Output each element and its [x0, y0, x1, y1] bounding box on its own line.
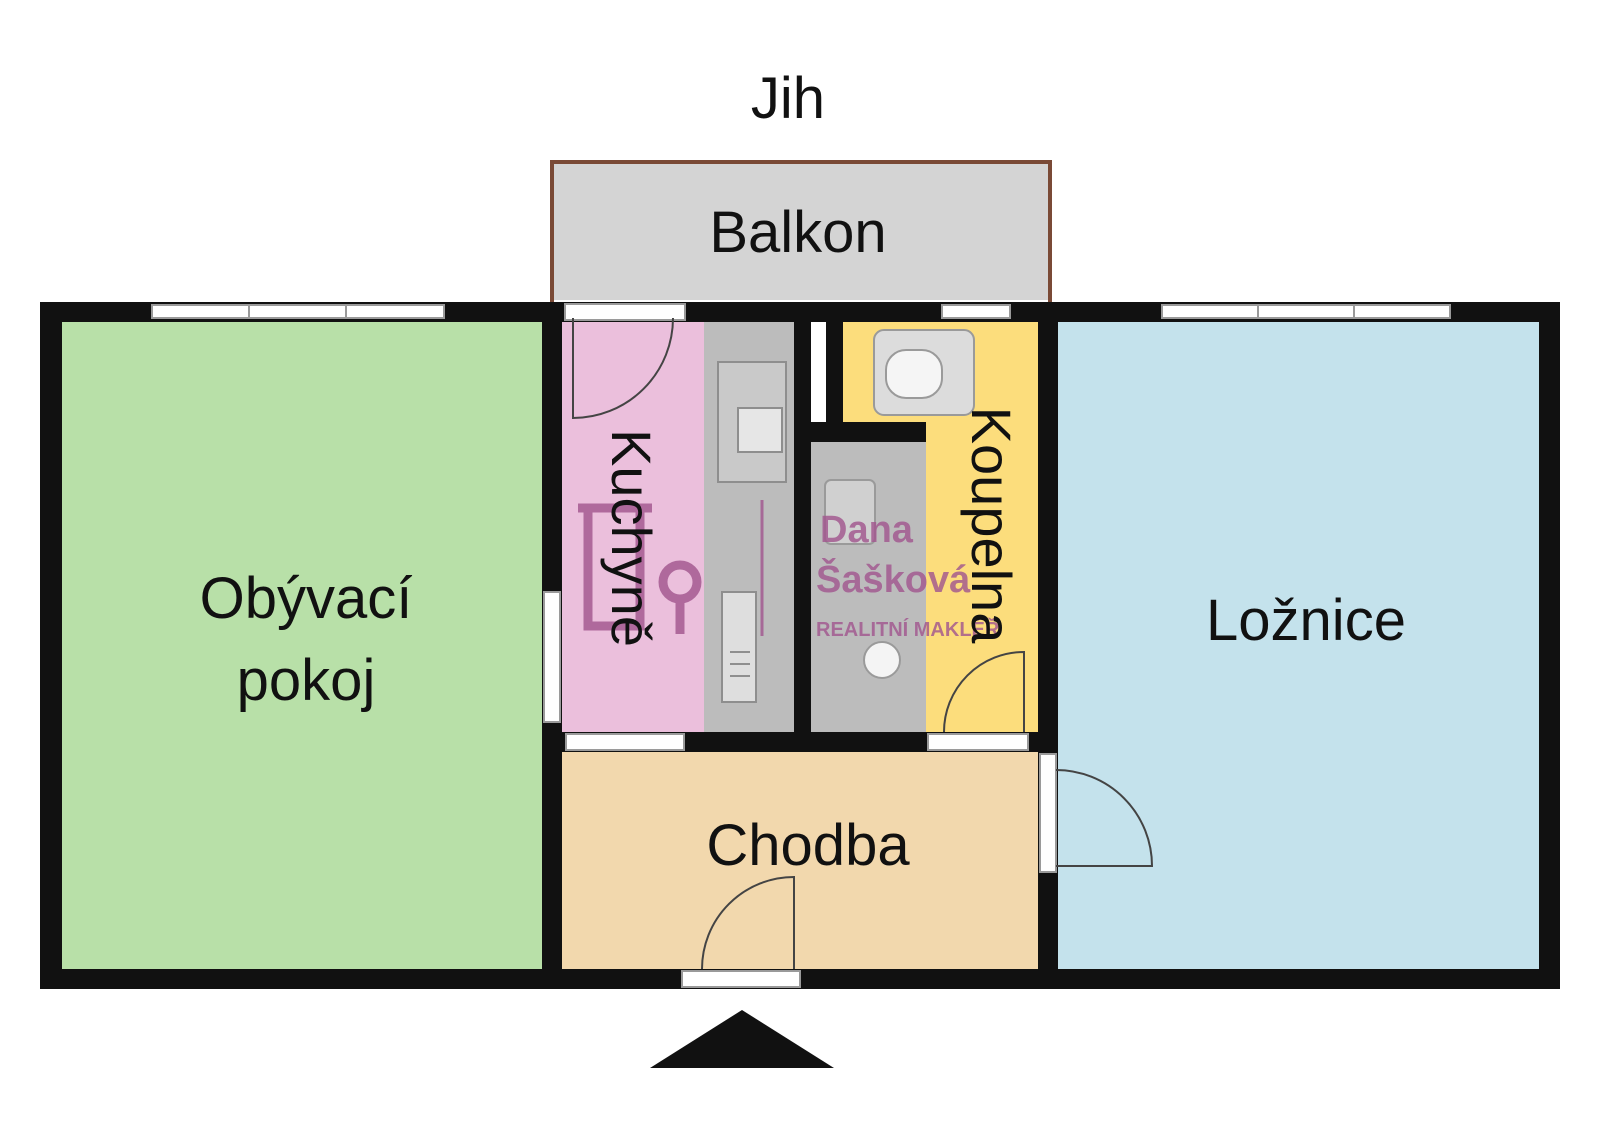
outer-wall-left — [40, 302, 62, 989]
toilet-icon — [885, 349, 943, 399]
balcony-floor — [552, 162, 1050, 300]
doors — [543, 303, 1154, 988]
balcony-railing — [550, 160, 1052, 302]
sink-icon — [721, 591, 757, 703]
living-room-label-line2: pokoj — [237, 648, 376, 713]
watermark-name-first: Dana — [820, 509, 914, 551]
door-swing-bedroom — [1055, 769, 1154, 867]
door-swing-entrance — [701, 875, 795, 970]
bedroom — [1058, 322, 1539, 969]
door-swing-balcony — [572, 317, 674, 420]
hallway-label: Chodba — [706, 813, 910, 878]
wall-bathroom-bedroom — [1038, 302, 1058, 989]
oven-square — [737, 407, 783, 453]
wall-bath-ledge — [811, 422, 926, 442]
watermark: Dana Šašková REALITNÍ MAKLÉŘ — [578, 500, 1000, 641]
living-room — [62, 322, 542, 969]
bathroom-fixtures — [824, 329, 975, 679]
door-opening-balcony — [564, 303, 686, 321]
living-room-label-line1: Obývací — [200, 566, 413, 631]
outer-wall-right — [1539, 302, 1560, 989]
hallway — [562, 752, 1038, 969]
balcony-label: Balkon — [709, 200, 886, 265]
door-opening-entrance — [681, 970, 801, 988]
bedroom-label: Ložnice — [1206, 588, 1406, 653]
door-opening-bathroom — [927, 733, 1029, 751]
door-opening-living-kitchen — [543, 591, 561, 723]
wall-kitchen-bathroom — [794, 302, 811, 752]
washbasin-icon — [824, 479, 876, 545]
door-opening-kitchen-hallway — [565, 733, 685, 751]
wall-bath-partition — [826, 322, 843, 422]
window-bedroom — [1161, 304, 1451, 319]
kitchen-label: Kuchyně — [600, 429, 663, 647]
watermark-name-last: Šašková — [816, 556, 971, 601]
entrance-arrow-icon — [650, 1010, 834, 1068]
balcony: Balkon — [550, 160, 1052, 302]
orientation-label: Jih — [751, 66, 825, 131]
bathroom-label: Koupelna — [960, 407, 1023, 645]
door-opening-bedroom — [1039, 753, 1057, 873]
house-key-logo-icon — [578, 500, 764, 636]
windows — [151, 304, 1451, 319]
window-bathroom — [941, 304, 1011, 319]
bath-drain-icon — [863, 641, 901, 679]
door-swing-bathroom — [943, 650, 1025, 733]
window-living — [151, 304, 445, 319]
kitchen-fixtures — [717, 361, 787, 703]
logo-key-bow — [658, 560, 702, 604]
watermark-tagline: REALITNÍ MAKLÉŘ — [816, 617, 1000, 641]
